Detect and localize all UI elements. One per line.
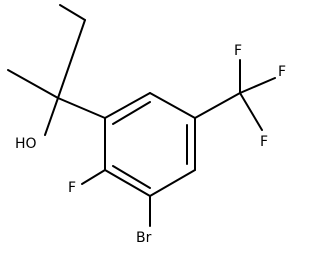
bond-ring-fluoro xyxy=(81,169,106,185)
bond-ring-4 xyxy=(149,169,196,197)
bond-ring-2 xyxy=(149,92,196,119)
atom-label-bromo: Br xyxy=(136,230,152,246)
bond-ring-1 xyxy=(104,92,151,119)
bond-cf3-f-bottom xyxy=(239,92,263,131)
bond-ring-double-3 xyxy=(112,165,151,189)
bond-ethyl-ch3 xyxy=(59,4,86,21)
atom-label-hydroxyl: HO xyxy=(15,136,37,152)
bond-ring-double-1 xyxy=(112,101,151,125)
bond-methyl xyxy=(7,69,59,99)
atom-label-fluoro: F xyxy=(68,180,76,196)
bond-cf3-f-right xyxy=(239,77,276,94)
bond-ethyl-ch2 xyxy=(57,19,86,99)
bond-carbinol-oh xyxy=(44,97,59,136)
bond-carbinol-ring xyxy=(57,97,106,119)
atom-label-cf3-f-right: F xyxy=(278,64,286,80)
atom-label-cf3-f-top: F xyxy=(234,43,242,59)
bond-ring-5 xyxy=(104,169,151,197)
bond-ring-cf3 xyxy=(194,92,241,119)
molecule-structure: HO F Br F F F xyxy=(7,4,286,246)
atom-label-cf3-f-bottom: F xyxy=(260,134,268,150)
